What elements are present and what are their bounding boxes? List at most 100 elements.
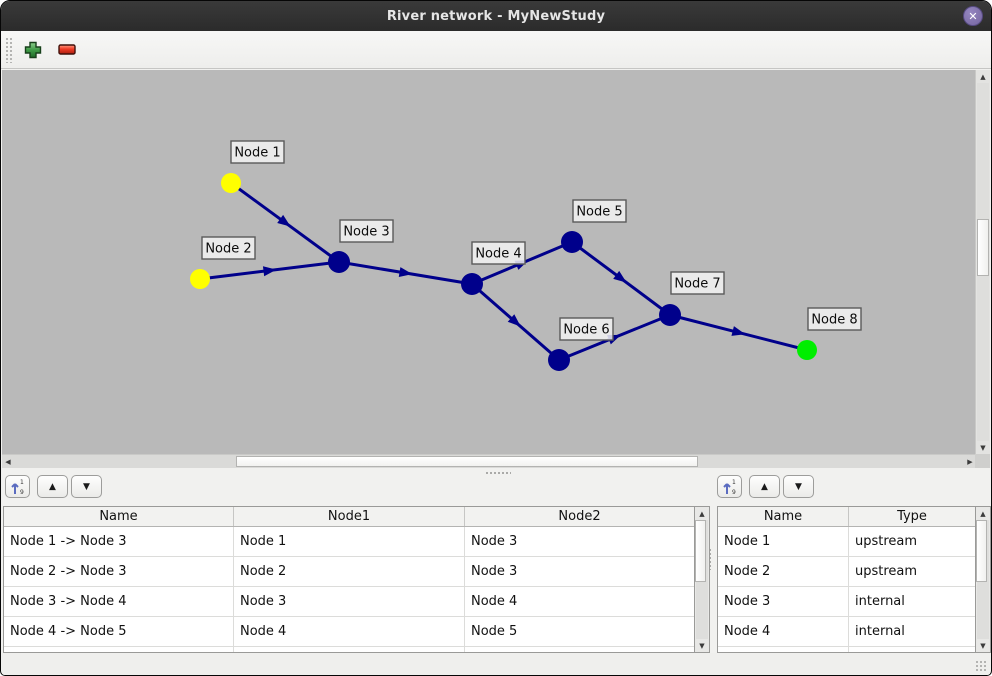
table-cell: Node 3 xyxy=(718,587,849,616)
scrollbar-thumb[interactable] xyxy=(695,520,706,582)
flow-arrow-icon xyxy=(731,326,746,336)
node-label[interactable]: Node 1 xyxy=(230,140,285,164)
scroll-down-icon[interactable]: ▼ xyxy=(980,641,986,650)
node-label[interactable]: Node 3 xyxy=(339,219,394,243)
node-label-text: Node 2 xyxy=(205,242,251,257)
river-node[interactable] xyxy=(659,304,681,326)
node-label[interactable]: Node 2 xyxy=(201,236,256,260)
status-bar xyxy=(2,653,990,675)
table-cell: Node 1 -> Node 3 xyxy=(4,527,234,556)
horizontal-splitter-handle[interactable] xyxy=(485,471,511,475)
table-cell xyxy=(234,647,465,652)
close-button[interactable]: ✕ xyxy=(963,6,983,26)
table-cell: Node 3 -> Node 4 xyxy=(4,587,234,616)
add-button[interactable] xyxy=(20,37,46,63)
table-header-row: Name Type xyxy=(718,507,975,527)
minus-icon xyxy=(58,44,76,55)
svg-text:9: 9 xyxy=(732,489,736,495)
scrollbar-thumb[interactable] xyxy=(977,219,989,276)
scrollbar-thumb[interactable] xyxy=(976,520,987,582)
table-cell: Node 1 xyxy=(234,527,465,556)
table-cell xyxy=(718,647,849,652)
node-label-text: Node 6 xyxy=(563,323,609,338)
table-cell: internal xyxy=(855,594,905,609)
table-row-partial xyxy=(718,647,975,652)
river-network-graph: Node 1 Node 2 Node 3 Node 4 Node 5 Node 6 Node… xyxy=(190,140,862,371)
column-header[interactable]: Node1 xyxy=(234,507,465,526)
scroll-up-icon[interactable]: ▲ xyxy=(980,72,986,81)
flow-arrow-icon xyxy=(262,266,277,277)
node-label[interactable]: Node 4 xyxy=(471,241,526,265)
svg-text:1: 1 xyxy=(732,479,736,486)
column-header[interactable]: Type xyxy=(897,509,927,524)
river-node[interactable] xyxy=(190,269,210,289)
table-cell: upstream xyxy=(855,564,918,579)
river-node[interactable] xyxy=(221,173,241,193)
node-label[interactable]: Node 5 xyxy=(572,199,627,223)
scroll-right-icon[interactable]: ▶ xyxy=(967,457,973,466)
column-header[interactable]: Name xyxy=(718,507,849,526)
scroll-down-icon[interactable]: ▼ xyxy=(699,641,705,650)
vertical-splitter-handle[interactable] xyxy=(708,548,712,570)
canvas-vertical-scrollbar[interactable]: ▲ ▼ xyxy=(975,70,990,454)
table-cell: upstream xyxy=(855,534,918,549)
table-row[interactable]: Node 3 internal xyxy=(718,587,975,617)
node-label[interactable]: Node 6 xyxy=(559,317,614,341)
scroll-down-icon[interactable]: ▼ xyxy=(980,443,986,452)
svg-text:9: 9 xyxy=(20,489,24,495)
table-cell: Node 4 -> Node 5 xyxy=(4,617,234,646)
move-up-button-edges[interactable]: ▲ xyxy=(37,475,68,498)
scrollbar-thumb[interactable] xyxy=(236,456,698,467)
node-label[interactable]: Node 7 xyxy=(670,271,725,295)
toolbar-drag-handle[interactable] xyxy=(5,36,12,63)
river-node[interactable] xyxy=(461,273,483,295)
sort-button-edges[interactable]: 1 9 xyxy=(5,475,30,498)
scroll-up-icon[interactable]: ▲ xyxy=(980,509,986,518)
table-row[interactable]: Node 1 upstream xyxy=(718,527,975,557)
move-down-button-nodes[interactable]: ▼ xyxy=(783,475,814,498)
scroll-up-icon[interactable]: ▲ xyxy=(699,509,705,518)
river-node[interactable] xyxy=(797,340,817,360)
table-cell: Node 1 xyxy=(718,527,849,556)
node-label[interactable]: Node 8 xyxy=(807,307,862,331)
resize-grip[interactable] xyxy=(975,660,987,672)
river-network-canvas[interactable]: Node 1 Node 2 Node 3 Node 4 Node 5 Node 6 Node… xyxy=(2,70,977,454)
table-cell: Node 3 xyxy=(471,564,518,579)
scroll-left-icon[interactable]: ◀ xyxy=(5,457,11,466)
edges-table-scrollbar[interactable]: ▲ ▼ xyxy=(695,506,710,653)
nodes-table-scrollbar[interactable]: ▲ ▼ xyxy=(976,506,991,653)
table-row-partial xyxy=(4,647,694,652)
node-label-box xyxy=(230,140,285,164)
table-cell: Node 2 xyxy=(718,557,849,586)
remove-button[interactable] xyxy=(54,37,80,63)
titlebar[interactable]: River network - MyNewStudy ✕ xyxy=(1,1,991,31)
river-node[interactable] xyxy=(561,231,583,253)
river-node[interactable] xyxy=(548,349,570,371)
move-up-button-nodes[interactable]: ▲ xyxy=(749,475,780,498)
node-label-text: Node 4 xyxy=(475,247,521,262)
close-icon: ✕ xyxy=(968,9,978,23)
down-arrow-icon: ▼ xyxy=(83,481,90,492)
node-label-box xyxy=(670,271,725,295)
down-arrow-icon: ▼ xyxy=(795,481,802,492)
sort-button-nodes[interactable]: 1 9 xyxy=(717,475,742,498)
table-cell xyxy=(4,647,234,652)
node-label-box xyxy=(201,236,256,260)
canvas-horizontal-scrollbar[interactable]: ◀ ▶ xyxy=(2,454,976,468)
column-header[interactable]: Node2 xyxy=(558,509,601,524)
river-node[interactable] xyxy=(328,251,350,273)
table-cell: Node 4 xyxy=(471,594,518,609)
table-row[interactable]: Node 2 upstream xyxy=(718,557,975,587)
node-label-text: Node 7 xyxy=(674,277,720,292)
column-header[interactable]: Name xyxy=(4,507,234,526)
move-down-button-edges[interactable]: ▼ xyxy=(71,475,102,498)
scrollbar-corner xyxy=(975,454,990,468)
flow-arrow-icon xyxy=(507,314,521,327)
